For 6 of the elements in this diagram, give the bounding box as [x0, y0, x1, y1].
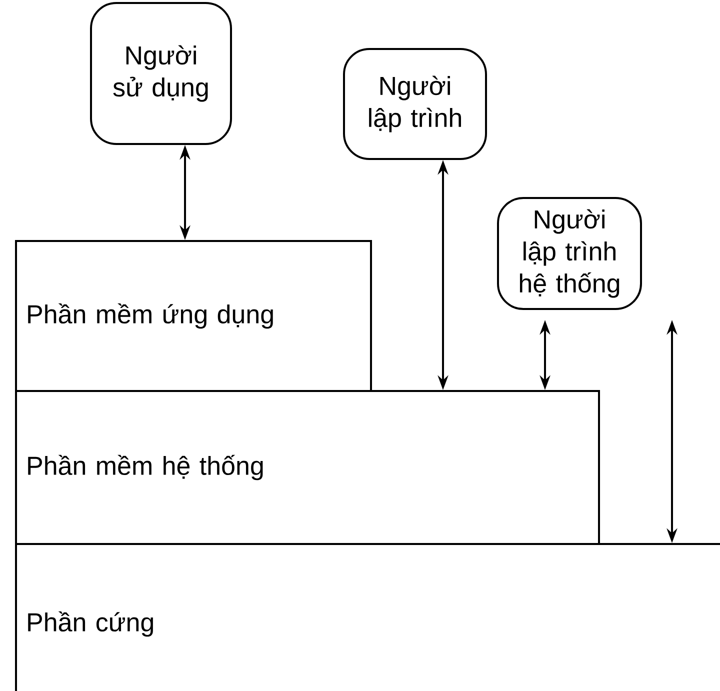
role-box: Người lập trình [343, 48, 487, 160]
layer-box: Phần mềm ứng dụng [15, 240, 372, 392]
layer-box: Phần cứng [15, 543, 720, 691]
role-box: Người lập trình hệ thống [497, 197, 642, 310]
layer-box: Phần mềm hệ thống [15, 390, 600, 545]
role-box: Người sử dụng [90, 2, 232, 145]
